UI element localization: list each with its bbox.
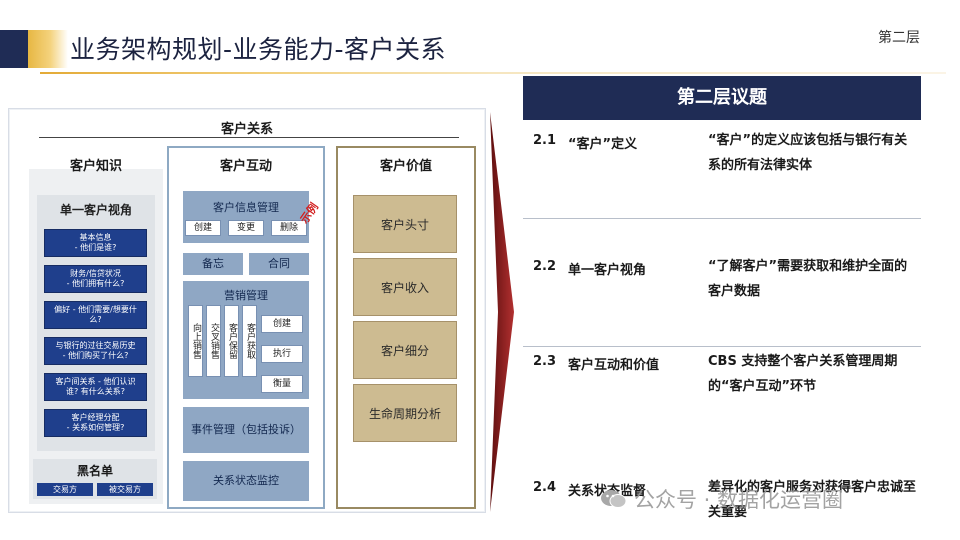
topics-heading: 第二层议题 [523, 76, 921, 120]
knowledge-item-history: 与银行的过往交易历史 - 他们购买了什么? [44, 337, 147, 365]
topic-number: 2.3 [533, 354, 557, 369]
single-view-title: 单一客户视角 [59, 203, 132, 217]
topic-title: “客户”定义 [568, 137, 638, 152]
info-management-label: 客户信息管理 [213, 201, 279, 214]
knowledge-item-relations: 客户间关系 - 他们认识 谁? 有什么关系? [44, 373, 147, 401]
right-arrow-icon [490, 112, 514, 512]
marketing-execute-button: 执行 [261, 345, 303, 363]
topic-number: 2.4 [533, 480, 557, 495]
row-divider [523, 218, 921, 219]
topic-description: 差异化的客户服务对获得客户忠诚至关重要 [708, 480, 917, 520]
layer-tag: 第二层 [878, 30, 920, 46]
wechat-icon [601, 490, 627, 508]
event-management-box: 事件管理（包括投诉） [183, 407, 309, 453]
contract-box: 合同 [249, 253, 309, 275]
marketing-label: 营销管理 [224, 289, 268, 302]
topic-title: 客户互动和价值 [568, 358, 660, 373]
marketing-retention: 客户保留 [224, 305, 239, 377]
marketing-crosssell: 交叉销售 [206, 305, 221, 377]
knowledge-item-preference: 偏好 - 他们需要/想要什 么? [44, 301, 147, 329]
header-divider [40, 72, 946, 74]
knowledge-item-basic: 基本信息 - 他们是谁? [44, 229, 147, 257]
topic-description: “客户”的定义应该包括与银行有关系的所有法律实体 [708, 133, 908, 173]
info-delete-button: 删除 [271, 220, 307, 236]
marketing-create-button: 创建 [261, 315, 303, 333]
topic-description: CBS 支持整个客户关系管理周期的“客户互动”环节 [708, 354, 898, 394]
info-create-button: 创建 [185, 220, 221, 236]
value-item-segment: 客户细分 [353, 321, 457, 379]
marketing-measure-button: 衡量 [261, 375, 303, 393]
knowledge-item-financial: 财务/信贷状况 - 他们拥有什么? [44, 265, 147, 293]
row-divider [523, 346, 921, 347]
marketing-acquisition: 客户获取 [242, 305, 257, 377]
diagram-title: 客户关系 [221, 122, 274, 137]
topic-title: 单一客户视角 [568, 263, 647, 278]
value-item-position: 客户头寸 [353, 195, 457, 253]
page-title: 业务架构规划-业务能力-客户关系 [70, 35, 447, 64]
value-item-revenue: 客户收入 [353, 258, 457, 316]
blacklist-party-b: 被交易方 [97, 483, 153, 496]
info-change-button: 变更 [228, 220, 264, 236]
blacklist-party-a: 交易方 [37, 483, 93, 496]
knowledge-title: 客户知识 [69, 159, 122, 174]
watermark-text: 公众号 · 数据化运营圈 [634, 488, 844, 512]
value-title: 客户价值 [379, 159, 432, 174]
memo-box: 备忘 [183, 253, 243, 275]
interaction-title: 客户互动 [219, 159, 272, 174]
topic-number: 2.2 [533, 259, 557, 274]
marketing-upsell: 向上销售 [188, 305, 203, 377]
topic-description: “了解客户”需要获取和维护全面的客户数据 [708, 259, 908, 299]
value-item-lifecycle: 生命周期分析 [353, 384, 457, 442]
relationship-monitor-box: 关系状态监控 [183, 461, 309, 501]
header-accent-dark [0, 30, 28, 68]
diagram-title-rule [39, 137, 459, 138]
header-accent-gold [28, 30, 68, 68]
customer-relationship-diagram: 客户关系 客户知识 单一客户视角 基本信息 - 他们是谁? 财务/信贷状况 - … [8, 108, 486, 513]
blacklist-title: 黑名单 [76, 464, 113, 478]
knowledge-item-manager: 客户经理分配 - 关系如何管理? [44, 409, 147, 437]
topic-number: 2.1 [533, 133, 557, 148]
